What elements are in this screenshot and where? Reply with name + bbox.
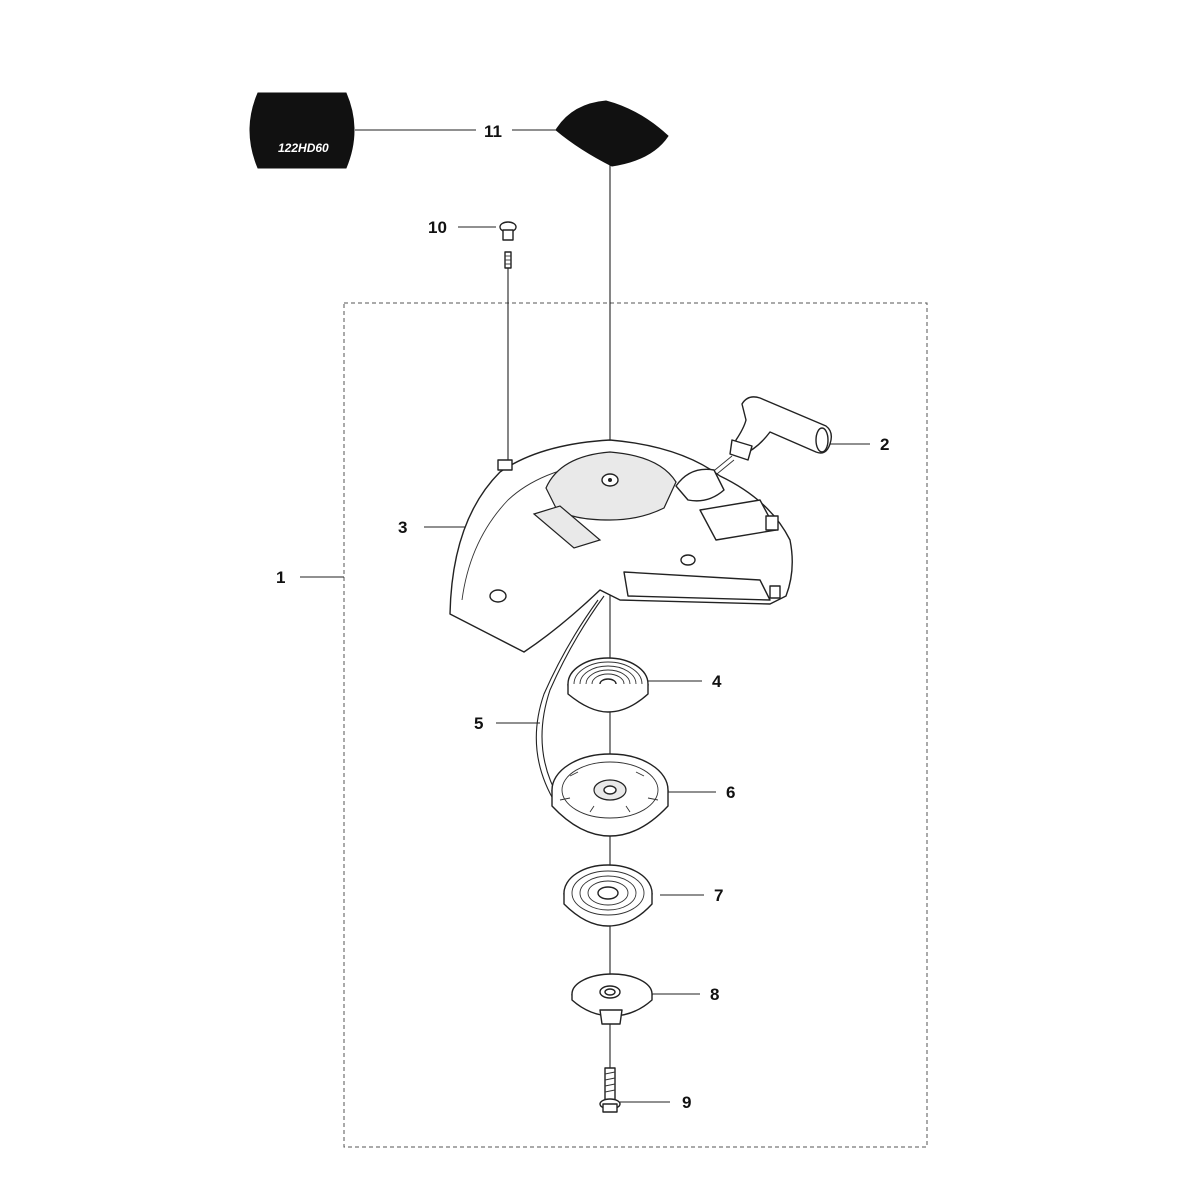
washer-part — [571, 973, 653, 1025]
callout-6: 6 — [726, 783, 735, 802]
callout-2: 2 — [880, 435, 889, 454]
pawl-spring-part — [563, 864, 653, 927]
callout-8: 8 — [710, 985, 719, 1004]
assembly-boundary — [343, 302, 928, 1148]
starter-handle-part — [709, 396, 833, 479]
screw-10-part — [499, 221, 517, 269]
callout-10: 10 — [428, 218, 447, 237]
callout-9: 9 — [682, 1093, 691, 1112]
decal-model-text: 122HD60 — [278, 141, 329, 155]
callout-3: 3 — [398, 518, 407, 537]
callout-4: 4 — [712, 672, 722, 691]
callout-11: 11 — [484, 122, 502, 141]
decal-part: 122HD60 — [249, 92, 355, 169]
starter-housing-part — [449, 439, 793, 653]
recoil-spring-part — [567, 657, 649, 713]
callout-5: 5 — [474, 714, 483, 733]
callout-1: 1 — [276, 568, 285, 587]
callout-7: 7 — [714, 886, 723, 905]
bolt-9-part — [599, 1067, 621, 1113]
starter-cord-part-inner — [535, 599, 599, 805]
rope-pulley-part — [551, 753, 669, 837]
cover-plate-part — [555, 100, 669, 167]
